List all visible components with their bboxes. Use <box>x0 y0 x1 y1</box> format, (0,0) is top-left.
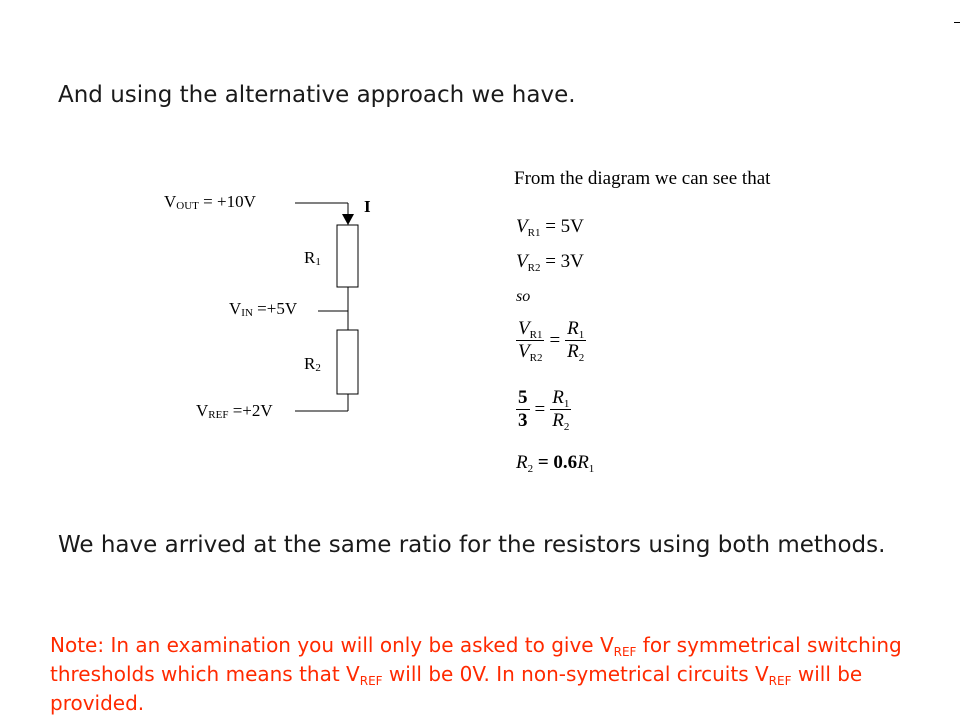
conclusion-text: We have arrived at the same ratio for th… <box>58 532 886 558</box>
r2-body <box>336 329 359 395</box>
circuit-wires <box>295 202 359 412</box>
r1-label: R1 <box>304 248 321 268</box>
corner-mark <box>954 22 960 23</box>
equation-result: R2 = 0.6R1 <box>516 452 595 475</box>
derivation-intro: From the diagram we can see that <box>514 168 771 189</box>
vout-label: VOUT = +10V <box>164 192 256 212</box>
equation-numeric: 5 3 = R1 R2 <box>516 387 572 433</box>
equation-ratio: VR1 VR2 = R1 R2 <box>516 318 587 364</box>
circuit-diagram: VOUT = +10V I R1 VIN =+5V R2 VREF =+2V <box>160 185 400 425</box>
r1-body <box>336 224 359 288</box>
numeric-fraction: 5 3 <box>516 387 530 431</box>
so-text: so <box>516 288 531 305</box>
vin-label: VIN =+5V <box>229 299 298 319</box>
r2-label: R2 <box>304 354 321 374</box>
voltage-fraction: VR1 VR2 <box>516 318 545 364</box>
exam-note: Note: In an examination you will only be… <box>50 633 902 715</box>
numeric-resistance-fraction: R1 R2 <box>550 387 572 433</box>
vref-label: VREF =+2V <box>196 401 273 421</box>
equation-vr1: VR1 = 5V <box>516 216 584 239</box>
equation-vr2: VR2 = 3V <box>516 251 584 274</box>
current-arrow-icon <box>342 214 354 225</box>
current-label: I <box>364 197 371 216</box>
slide-heading: And using the alternative approach we ha… <box>58 82 576 108</box>
resistance-fraction: R1 R2 <box>565 318 587 364</box>
